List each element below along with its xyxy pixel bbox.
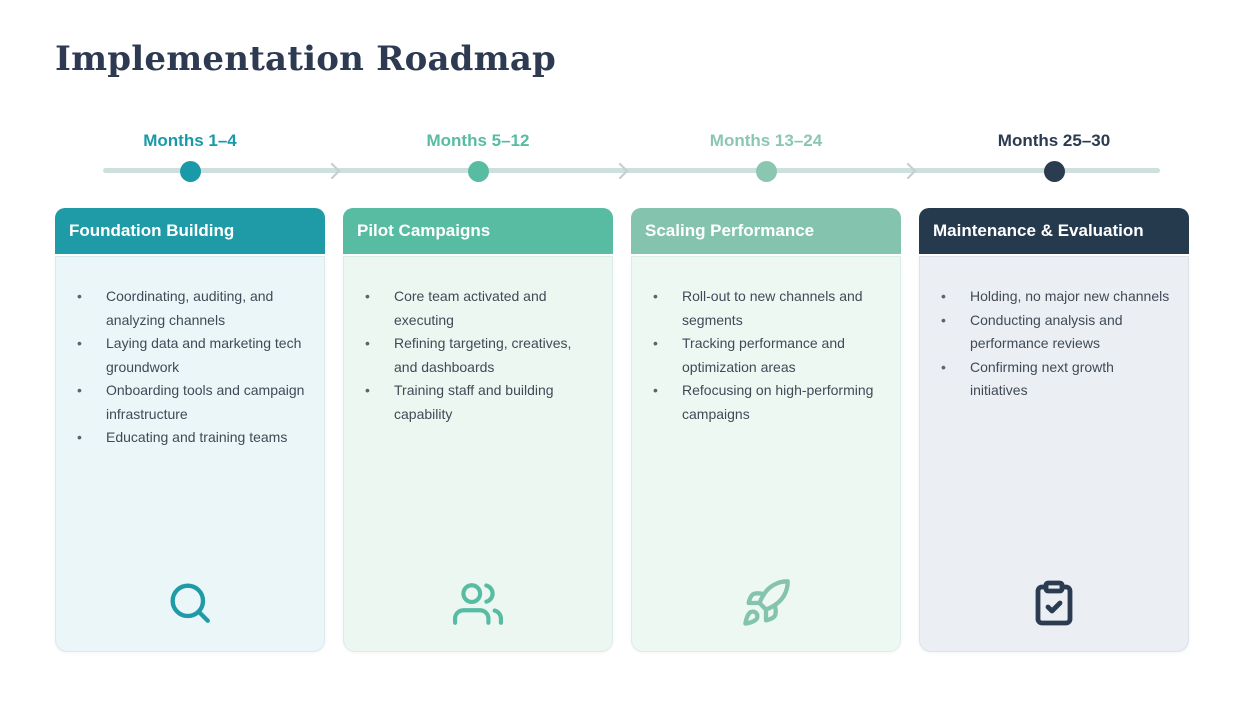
bullet-item: Holding, no major new channels (920, 285, 1174, 309)
bullet-item: Tracking performance and optimization ar… (632, 332, 886, 379)
arrow-right-icon (323, 159, 347, 183)
timeline-label: Months 13–24 (709, 131, 823, 150)
card-title: Foundation Building (69, 221, 235, 240)
card-header: Scaling Performance (631, 208, 901, 254)
timeline-dot (467, 161, 489, 182)
bullet-item: Core team activated and executing (344, 285, 598, 332)
timeline-dot (755, 161, 777, 182)
timeline-label: Months 25–30 (997, 131, 1111, 150)
clipboard-check-icon (1030, 577, 1078, 629)
timeline-label: Months 1–4 (143, 131, 237, 150)
roadmap-card: Pilot CampaignsCore team activated and e… (343, 208, 613, 652)
timeline-line (103, 168, 1160, 173)
timeline-dot (179, 161, 201, 182)
bullet-item: Conducting analysis and performance revi… (920, 309, 1174, 356)
timeline-milestone: Months 5–12 (343, 130, 613, 182)
card-header: Pilot Campaigns (343, 208, 613, 254)
timeline-label: Months 5–12 (426, 131, 530, 150)
rocket-icon (740, 577, 792, 629)
card-bullet-list: Core team activated and executingRefinin… (344, 285, 612, 426)
card-body: Core team activated and executingRefinin… (343, 256, 613, 652)
roadmap-card: Scaling PerformanceRoll-out to new chann… (631, 208, 901, 652)
arrow-right-icon (611, 159, 635, 183)
bullet-item: Coordinating, auditing, and analyzing ch… (56, 285, 310, 332)
card-title: Scaling Performance (645, 221, 815, 240)
timeline-dot (1043, 161, 1065, 182)
bullet-item: Laying data and marketing tech groundwor… (56, 332, 310, 379)
timeline-milestone: Months 13–24 (631, 130, 901, 182)
card-body: Coordinating, auditing, and analyzing ch… (55, 256, 325, 652)
bullet-item: Confirming next growth initiatives (920, 356, 1174, 403)
timeline-milestone: Months 25–30 (919, 130, 1189, 182)
card-body: Roll-out to new channels and segmentsTra… (631, 256, 901, 652)
card-header: Maintenance & Evaluation (919, 208, 1189, 254)
search-icon (164, 577, 216, 629)
roadmap-card: Foundation BuildingCoordinating, auditin… (55, 208, 325, 652)
timeline: Months 1–4 Months 5–12 Months 13–24 Months … (55, 130, 1189, 182)
card-title: Maintenance & Evaluation (933, 221, 1144, 240)
arrow-right-icon (899, 159, 923, 183)
bullet-item: Onboarding tools and campaign infrastruc… (56, 379, 310, 426)
page-title: Implementation Roadmap (55, 39, 557, 79)
bullet-item: Refining targeting, creatives, and dashb… (344, 332, 598, 379)
bullet-item: Educating and training teams (56, 426, 310, 450)
bullet-item: Roll-out to new channels and segments (632, 285, 886, 332)
roadmap-cards: Foundation BuildingCoordinating, auditin… (55, 208, 1258, 652)
bullet-item: Training staff and building capability (344, 379, 598, 426)
timeline-milestone: Months 1–4 (55, 130, 325, 182)
card-body: Holding, no major new channelsConducting… (919, 256, 1189, 652)
card-bullet-list: Coordinating, auditing, and analyzing ch… (56, 285, 324, 450)
roadmap-card: Maintenance & EvaluationHolding, no majo… (919, 208, 1189, 652)
card-bullet-list: Roll-out to new channels and segmentsTra… (632, 285, 900, 426)
card-bullet-list: Holding, no major new channelsConducting… (920, 285, 1188, 403)
card-header: Foundation Building (55, 208, 325, 254)
bullet-item: Refocusing on high-performing campaigns (632, 379, 886, 426)
timeline-milestones: Months 1–4 Months 5–12 Months 13–24 Months … (55, 130, 1189, 182)
users-icon (451, 579, 505, 629)
card-title: Pilot Campaigns (357, 221, 491, 240)
